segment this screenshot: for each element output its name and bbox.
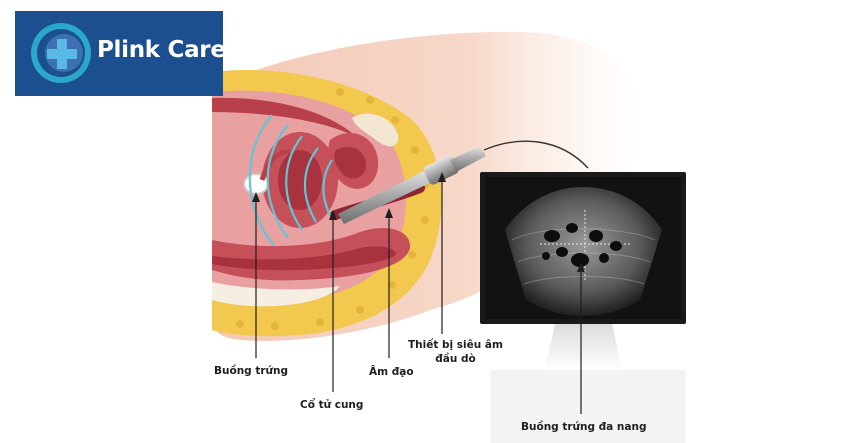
ultrasound-monitor [480, 172, 686, 443]
pelvis-cross-section [212, 69, 442, 337]
medical-cross-icon [31, 23, 91, 83]
label-probe-line2: đầu dò [435, 353, 476, 365]
ultrasound-probe [338, 140, 589, 224]
brand-name: Plink Care [97, 37, 226, 63]
label-polycystic-ovary: Buồng trứng đa nang [521, 421, 647, 433]
label-cervix: Cổ tử cung [300, 399, 364, 411]
leader-lines [252, 172, 585, 414]
label-ovary: Buồng trứng [214, 365, 289, 377]
label-vagina: Âm đạo [369, 366, 414, 378]
label-ultrasound-probe: Thiết bị siêu âm đầu dò [408, 338, 503, 366]
label-probe-line1: Thiết bị siêu âm [408, 339, 503, 351]
ultrasound-waves [248, 114, 333, 247]
brand-logo: Plink Care [15, 11, 226, 96]
